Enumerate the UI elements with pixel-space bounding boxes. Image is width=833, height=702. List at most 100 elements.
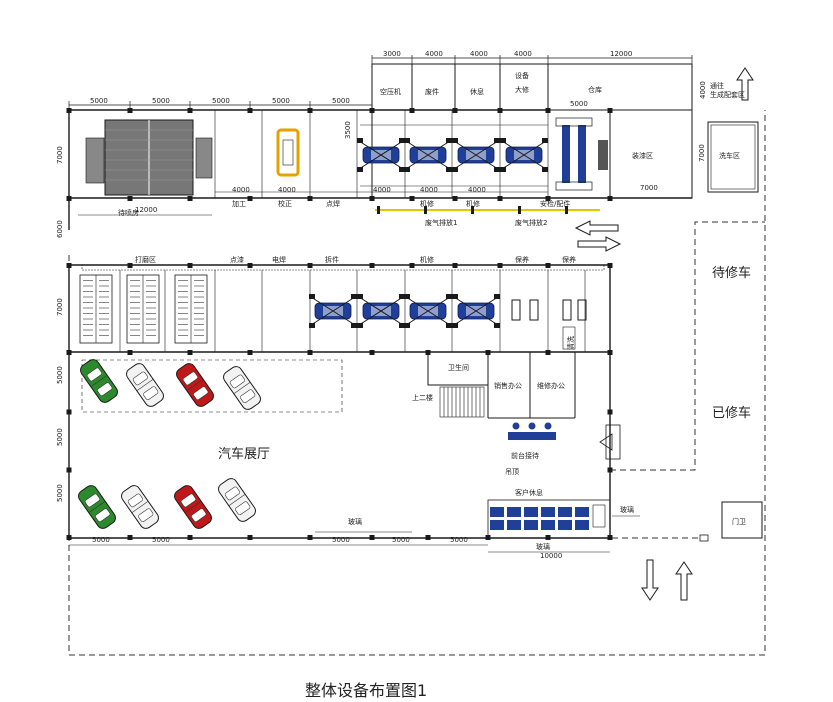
column-marker bbox=[127, 535, 133, 540]
column-marker bbox=[247, 108, 253, 113]
column-marker bbox=[369, 108, 375, 113]
upper-bay-dividers bbox=[214, 110, 549, 198]
column-marker bbox=[247, 263, 253, 268]
flow-arrow-left-icon bbox=[574, 220, 619, 236]
dim-top-annex bbox=[371, 55, 693, 64]
display-car bbox=[218, 478, 256, 522]
dim-label: 5000 bbox=[56, 366, 64, 384]
rail-strip bbox=[81, 264, 605, 271]
column-marker bbox=[545, 263, 551, 268]
room-label: 电焊 bbox=[272, 255, 286, 264]
main-building-walls bbox=[68, 109, 692, 539]
dim-label: 7000 bbox=[640, 184, 658, 192]
column-marker bbox=[369, 350, 375, 355]
car-lift bbox=[309, 294, 357, 328]
entrance-door bbox=[599, 424, 621, 460]
column-marker bbox=[485, 535, 491, 540]
arrow-up-icon bbox=[736, 67, 754, 101]
sofa-seat bbox=[558, 520, 572, 530]
room-label: 加工 bbox=[232, 199, 246, 208]
car-lift bbox=[357, 138, 405, 172]
dim-label: 12000 bbox=[610, 50, 632, 58]
room-label: 保养 bbox=[562, 255, 576, 264]
column-marker bbox=[607, 535, 613, 540]
lower-bay-dividers bbox=[119, 270, 586, 352]
sofa-seat bbox=[507, 507, 521, 517]
dim-label: 5000 bbox=[152, 97, 170, 105]
column-marker bbox=[187, 108, 193, 113]
reception-desk bbox=[508, 422, 556, 440]
dim-label: 5000 bbox=[152, 536, 170, 544]
guard-house bbox=[721, 501, 763, 539]
room-label: 设备 bbox=[515, 71, 529, 80]
room-label: 机修 bbox=[420, 199, 434, 208]
dim-label: 4000 bbox=[425, 50, 443, 58]
repaired-label: 已修车 bbox=[712, 405, 751, 421]
column-marker bbox=[607, 263, 613, 268]
column-marker bbox=[607, 108, 613, 113]
column-marker bbox=[607, 467, 613, 473]
room-label: 前台接待 bbox=[511, 451, 539, 460]
glass-label: 玻璃 bbox=[536, 542, 550, 551]
showroom-label: 汽车展厅 bbox=[218, 446, 270, 462]
column-marker bbox=[409, 263, 415, 268]
column-marker bbox=[425, 535, 431, 540]
sofa-seat bbox=[524, 507, 538, 517]
dim-label: 5000 bbox=[272, 97, 290, 105]
column-marker bbox=[66, 467, 72, 473]
car-lift bbox=[500, 138, 548, 172]
column-marker bbox=[485, 350, 491, 355]
room-label: 点焊 bbox=[326, 199, 340, 208]
room-label: 清洗 bbox=[566, 336, 575, 350]
dim-label: 5000 bbox=[450, 536, 468, 544]
room-label: 销售办公 bbox=[494, 381, 522, 390]
column-marker bbox=[66, 196, 72, 201]
room-label: 休息 bbox=[470, 87, 484, 96]
display-cars bbox=[78, 359, 261, 529]
column-marker bbox=[307, 196, 313, 201]
sofa-seat bbox=[541, 520, 555, 530]
car-lift bbox=[357, 294, 405, 328]
dim-label: 4000 bbox=[514, 50, 532, 58]
dim-label: 5000 bbox=[332, 97, 350, 105]
calibration-bench bbox=[276, 128, 300, 177]
room-label: 保养 bbox=[515, 255, 529, 264]
dim-label: 4000 bbox=[470, 50, 488, 58]
jack-stands bbox=[511, 299, 587, 321]
wash-box bbox=[562, 326, 576, 350]
dim-label: 5000 bbox=[56, 428, 64, 446]
column-marker bbox=[127, 350, 133, 355]
column-marker bbox=[545, 535, 551, 540]
alignment-lift bbox=[555, 117, 608, 191]
room-label: 打磨区 bbox=[135, 255, 156, 264]
column-marker bbox=[247, 196, 253, 201]
display-car bbox=[174, 485, 212, 529]
flow-arrow-right-icon bbox=[577, 236, 622, 252]
calibration-bench-inner bbox=[282, 139, 294, 166]
dim-label: 5000 bbox=[570, 100, 588, 108]
column-marker bbox=[607, 350, 613, 355]
sink-box bbox=[592, 504, 606, 528]
column-marker bbox=[369, 263, 375, 268]
lower-lift-row bbox=[309, 294, 500, 328]
dim-label: 7000 bbox=[56, 146, 64, 164]
car-wash-inner bbox=[710, 124, 756, 190]
column-marker bbox=[66, 108, 72, 113]
dim-label: 7000 bbox=[56, 298, 64, 316]
staircase bbox=[439, 386, 485, 418]
column-marker bbox=[409, 108, 415, 113]
column-marker bbox=[369, 535, 375, 540]
sofa-seat bbox=[575, 507, 589, 517]
room-label: 装漆区 bbox=[632, 151, 653, 160]
lounge-seating bbox=[490, 507, 589, 530]
column-marker bbox=[187, 263, 193, 268]
column-marker bbox=[187, 196, 193, 201]
note-label: 通往 bbox=[710, 81, 724, 90]
dim-label: 12000 bbox=[135, 206, 157, 214]
glass-label: 玻璃 bbox=[620, 505, 634, 514]
column-marker bbox=[307, 263, 313, 268]
car-lift bbox=[404, 138, 452, 172]
column-marker bbox=[497, 263, 503, 268]
dim-label: 6000 bbox=[56, 220, 64, 238]
display-car bbox=[80, 359, 118, 403]
